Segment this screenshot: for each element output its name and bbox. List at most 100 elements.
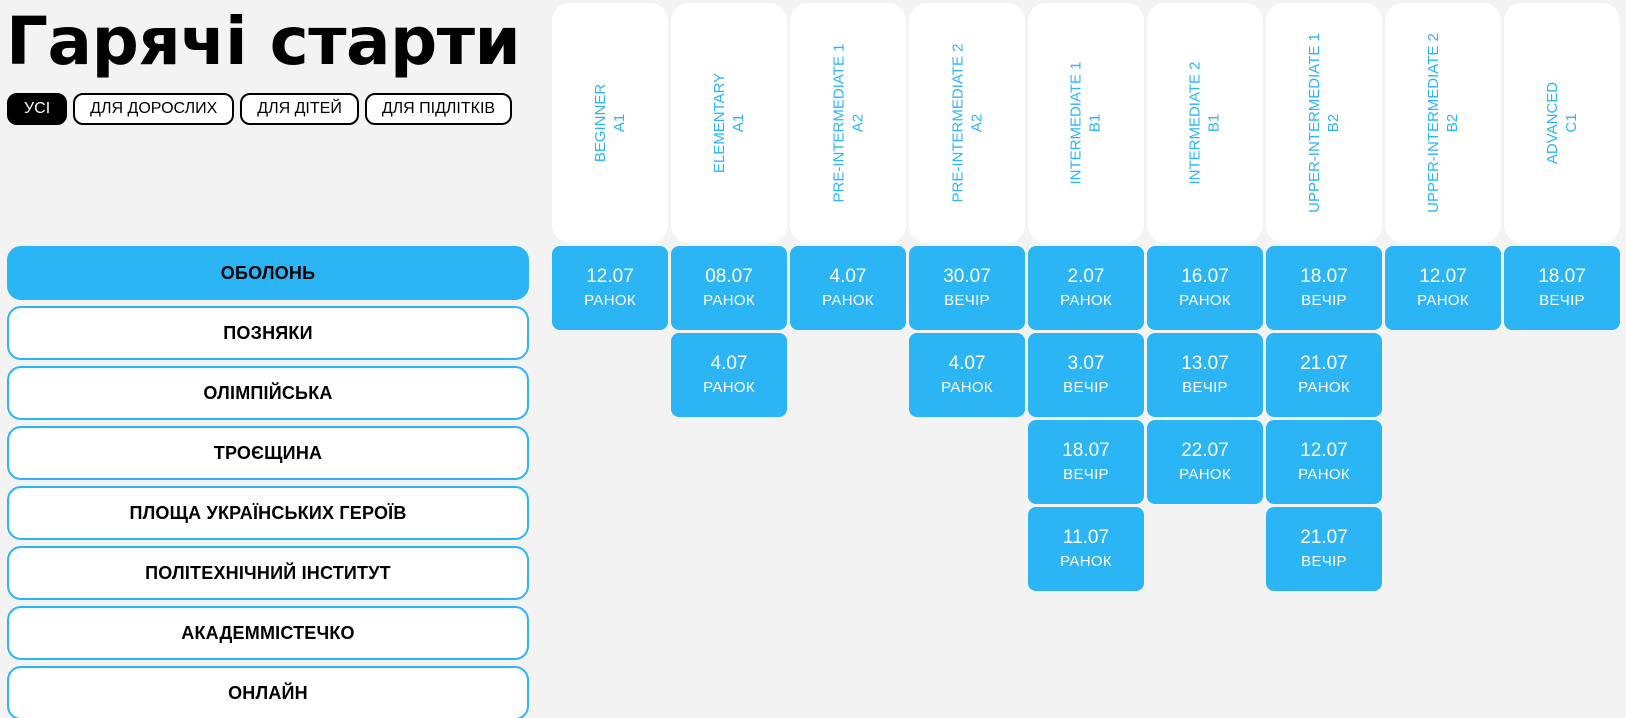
slot-time: РАНОК: [1179, 466, 1231, 483]
slot-time: РАНОК: [1060, 553, 1112, 570]
filter-kids-button[interactable]: ДЛЯ ДІТЕЙ: [240, 93, 359, 125]
slot-time: РАНОК: [703, 379, 755, 396]
slot-date: 12.07: [1419, 266, 1467, 287]
slot-time: ВЕЧІР: [1063, 379, 1109, 396]
level-code: A1: [610, 113, 628, 133]
level-code: A1: [730, 113, 747, 133]
level-code: A2: [849, 113, 866, 133]
slot-time: ВЕЧІР: [1063, 466, 1109, 483]
level-code: A2: [968, 113, 985, 133]
slot-date: 16.07: [1181, 266, 1229, 287]
level-name: ELEMENTARY: [711, 72, 728, 174]
location-pozniaky-button[interactable]: ПОЗНЯКИ: [7, 306, 529, 360]
level-code: C1: [1563, 113, 1580, 133]
filter-adults-button[interactable]: ДЛЯ ДОРОСЛИХ: [73, 93, 235, 125]
level-code: B1: [1087, 113, 1105, 133]
slot-date: 11.07: [1062, 527, 1110, 548]
slot-date: 4.07: [710, 353, 748, 374]
slot-date: 18.07: [1300, 266, 1348, 287]
slot-date: 13.07: [1181, 353, 1229, 374]
slot-time: РАНОК: [1060, 292, 1112, 309]
slot-date: 22.07: [1181, 440, 1229, 461]
slot-time: РАНОК: [1298, 466, 1350, 483]
slot-date: 18.07: [1538, 266, 1586, 287]
slot-time: ВЕЧІР: [1301, 292, 1347, 309]
slot-date: 2.07: [1067, 266, 1105, 287]
level-name: INTERMEDIATE 2: [1187, 61, 1205, 185]
audience-filters: УСІ ДЛЯ ДОРОСЛИХ ДЛЯ ДІТЕЙ ДЛЯ ПІДЛІТКІВ: [7, 93, 513, 125]
slot-date: 4.07: [948, 353, 986, 374]
location-obolon-button[interactable]: ОБОЛОНЬ: [7, 246, 529, 300]
level-code: B2: [1325, 113, 1342, 133]
slot-date: 21.07: [1300, 527, 1348, 548]
location-olimpiiska-button[interactable]: ОЛІМПІЙСЬКА: [7, 366, 529, 420]
location-akademmistechko-button[interactable]: АКАДЕММІСТЕЧКО: [7, 606, 529, 660]
level-code: B1: [1206, 113, 1224, 133]
level-name: UPPER-INTERMEDIATE 2: [1425, 33, 1442, 213]
slot-time: РАНОК: [941, 379, 993, 396]
slot-time: РАНОК: [1417, 292, 1469, 309]
slot-time: ВЕЧІР: [1182, 379, 1228, 396]
slot-time: РАНОК: [1298, 379, 1350, 396]
slot-date: 08.07: [705, 266, 753, 287]
slot-time: ВЕЧІР: [944, 292, 990, 309]
slot-time: ВЕЧІР: [1539, 292, 1585, 309]
level-code: B2: [1444, 113, 1461, 133]
filter-all-button[interactable]: УСІ: [7, 93, 68, 125]
slot-date: 3.07: [1067, 353, 1105, 374]
slot-date: 30.07: [943, 266, 991, 287]
slot-time: РАНОК: [703, 292, 755, 309]
level-name: ADVANCED: [1544, 81, 1561, 165]
level-name: BEGINNER: [591, 83, 609, 163]
slot-date: 12.07: [586, 266, 634, 287]
location-ukrainian-heroes-button[interactable]: ПЛОЩА УКРАЇНСЬКИХ ГЕРОЇВ: [7, 486, 529, 540]
location-troieshchyna-button[interactable]: ТРОЄЩИНА: [7, 426, 529, 480]
level-name: INTERMEDIATE 1: [1068, 61, 1086, 185]
slot-date: 12.07: [1300, 440, 1348, 461]
location-list: ОБОЛОНЬ ПОЗНЯКИ ОЛІМПІЙСЬКА ТРОЄЩИНА ПЛО…: [7, 246, 529, 718]
slot-date: 21.07: [1300, 353, 1348, 374]
slot-time: РАНОК: [584, 292, 636, 309]
slot-time: РАНОК: [822, 292, 874, 309]
location-online-button[interactable]: ОНЛАЙН: [7, 666, 529, 718]
filter-teens-button[interactable]: ДЛЯ ПІДЛІТКІВ: [364, 93, 513, 125]
location-polytechnic-button[interactable]: ПОЛІТЕХНІЧНИЙ ІНСТИТУТ: [7, 546, 529, 600]
slot-date: 18.07: [1062, 440, 1110, 461]
page-title: Гарячі старти: [6, 3, 521, 80]
level-name: PRE-INTERMEDIATE 2: [949, 43, 966, 203]
level-name: PRE-INTERMEDIATE 1: [830, 43, 847, 203]
slot-time: ВЕЧІР: [1301, 553, 1347, 570]
level-name: UPPER-INTERMEDIATE 1: [1306, 33, 1323, 213]
slot-time: РАНОК: [1179, 292, 1231, 309]
